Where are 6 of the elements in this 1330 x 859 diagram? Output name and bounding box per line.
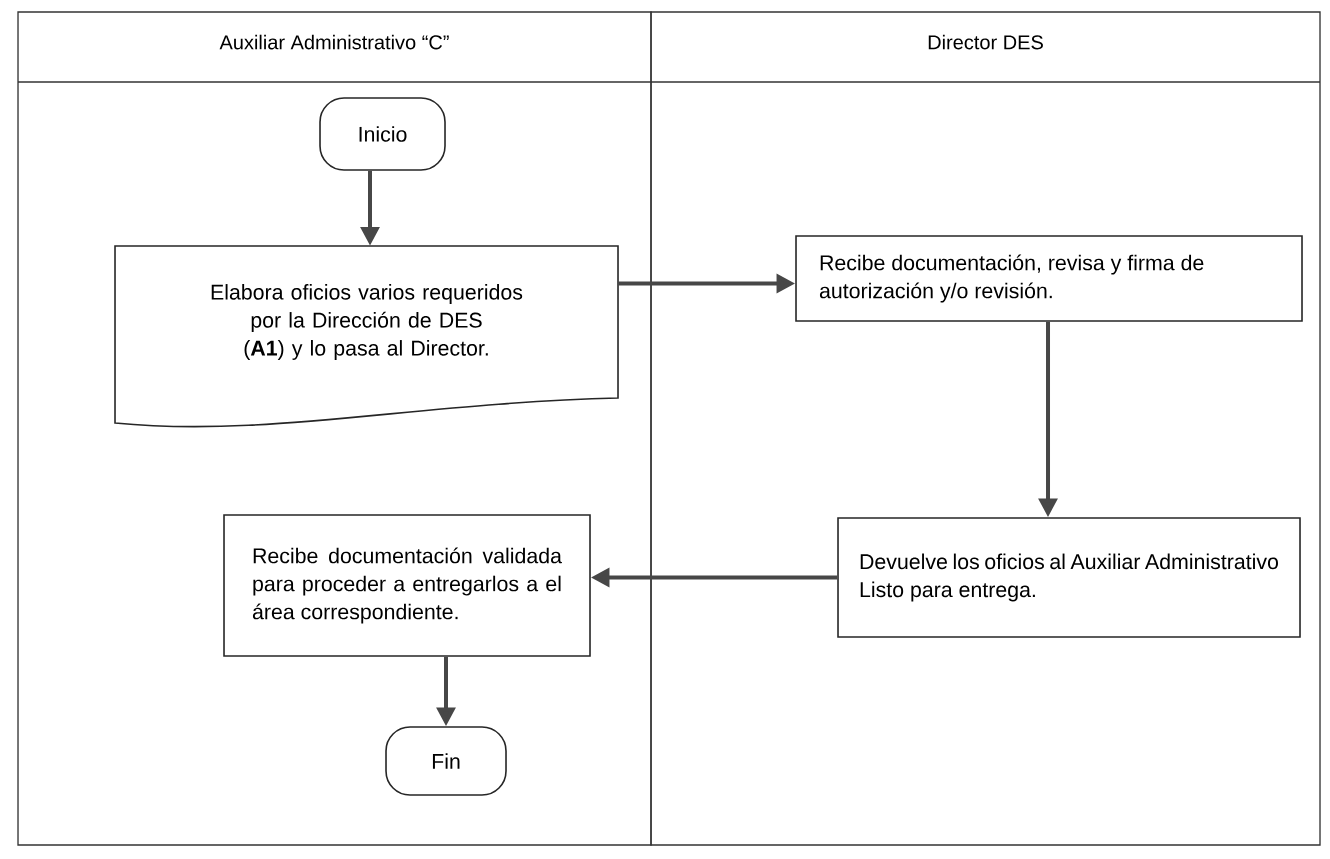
terminal-box: Inicio	[319, 97, 446, 171]
document-box: Elabora oficios varios requeridos por la Dirección de DES (A1) y lo pasa al Director.	[114, 245, 619, 428]
process-box: Recibe documentación, revisa y firma de autorización y/o revisión.	[795, 235, 1303, 322]
process-box: Devuelve los oficios al Auxiliar Administrativo Listo para entrega.	[837, 517, 1301, 638]
process-box: Recibe documentación validada para proceder a entregarlos a el área correspondiente.	[223, 514, 591, 657]
terminal-box: Fin	[385, 726, 507, 796]
